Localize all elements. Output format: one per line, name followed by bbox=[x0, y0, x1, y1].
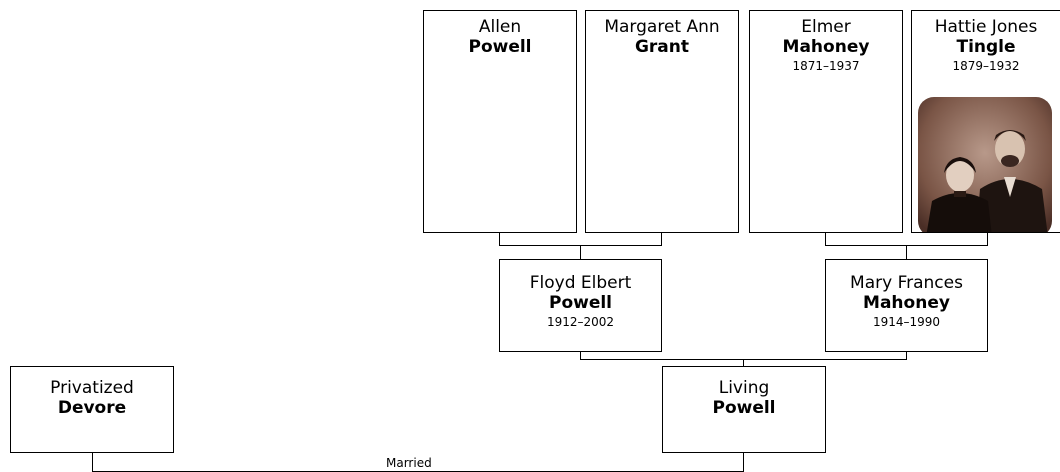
life-dates: 1914–1990 bbox=[872, 315, 941, 329]
given-name: Living bbox=[718, 378, 770, 398]
person-card-privatized-devore[interactable]: Privatized Devore bbox=[10, 366, 174, 453]
person-card-allen-powell[interactable]: Allen Powell bbox=[423, 10, 577, 233]
connector-line bbox=[987, 233, 988, 246]
surname: Powell bbox=[548, 293, 613, 313]
person-card-mary-mahoney[interactable]: Mary Frances Mahoney 1914–1990 bbox=[825, 259, 988, 352]
connector-line bbox=[92, 453, 93, 472]
person-card-living-powell[interactable]: Living Powell bbox=[662, 366, 826, 453]
given-name: Mary Frances bbox=[850, 273, 963, 293]
given-name: Elmer bbox=[801, 17, 851, 37]
given-name: Allen bbox=[478, 17, 522, 37]
surname: Grant bbox=[634, 37, 690, 57]
connector-line bbox=[661, 233, 662, 246]
connector-line bbox=[825, 233, 826, 246]
surname: Mahoney bbox=[863, 293, 950, 313]
connector-line bbox=[906, 245, 907, 259]
life-dates: 1912–2002 bbox=[546, 315, 615, 329]
given-name: Privatized bbox=[50, 378, 134, 398]
surname: Mahoney bbox=[782, 37, 870, 57]
surname: Tingle bbox=[956, 37, 1016, 57]
connector-line bbox=[906, 352, 907, 360]
connector-line bbox=[580, 245, 581, 259]
connector-line bbox=[499, 233, 500, 246]
given-name: Margaret Ann bbox=[604, 17, 720, 37]
connector-line bbox=[580, 352, 581, 360]
life-dates: 1871–1937 bbox=[792, 59, 860, 73]
surname: Devore bbox=[57, 398, 127, 418]
portrait-photo[interactable] bbox=[918, 97, 1052, 232]
life-dates: 1879–1932 bbox=[952, 59, 1020, 73]
connector-line bbox=[743, 359, 744, 366]
given-name: Floyd Elbert bbox=[529, 273, 632, 293]
person-card-margaret-grant[interactable]: Margaret Ann Grant bbox=[585, 10, 739, 233]
married-label: Married bbox=[386, 456, 432, 470]
connector-line bbox=[743, 453, 744, 472]
person-card-floyd-powell[interactable]: Floyd Elbert Powell 1912–2002 bbox=[499, 259, 662, 352]
portrait-photo-image bbox=[918, 97, 1052, 232]
person-card-hattie-tingle[interactable]: Hattie Jones Tingle 1879–1932 bbox=[911, 10, 1060, 233]
surname: Powell bbox=[468, 37, 532, 57]
surname: Powell bbox=[712, 398, 776, 418]
given-name: Hattie Jones bbox=[934, 17, 1038, 37]
person-card-elmer-mahoney[interactable]: Elmer Mahoney 1871–1937 bbox=[749, 10, 903, 233]
